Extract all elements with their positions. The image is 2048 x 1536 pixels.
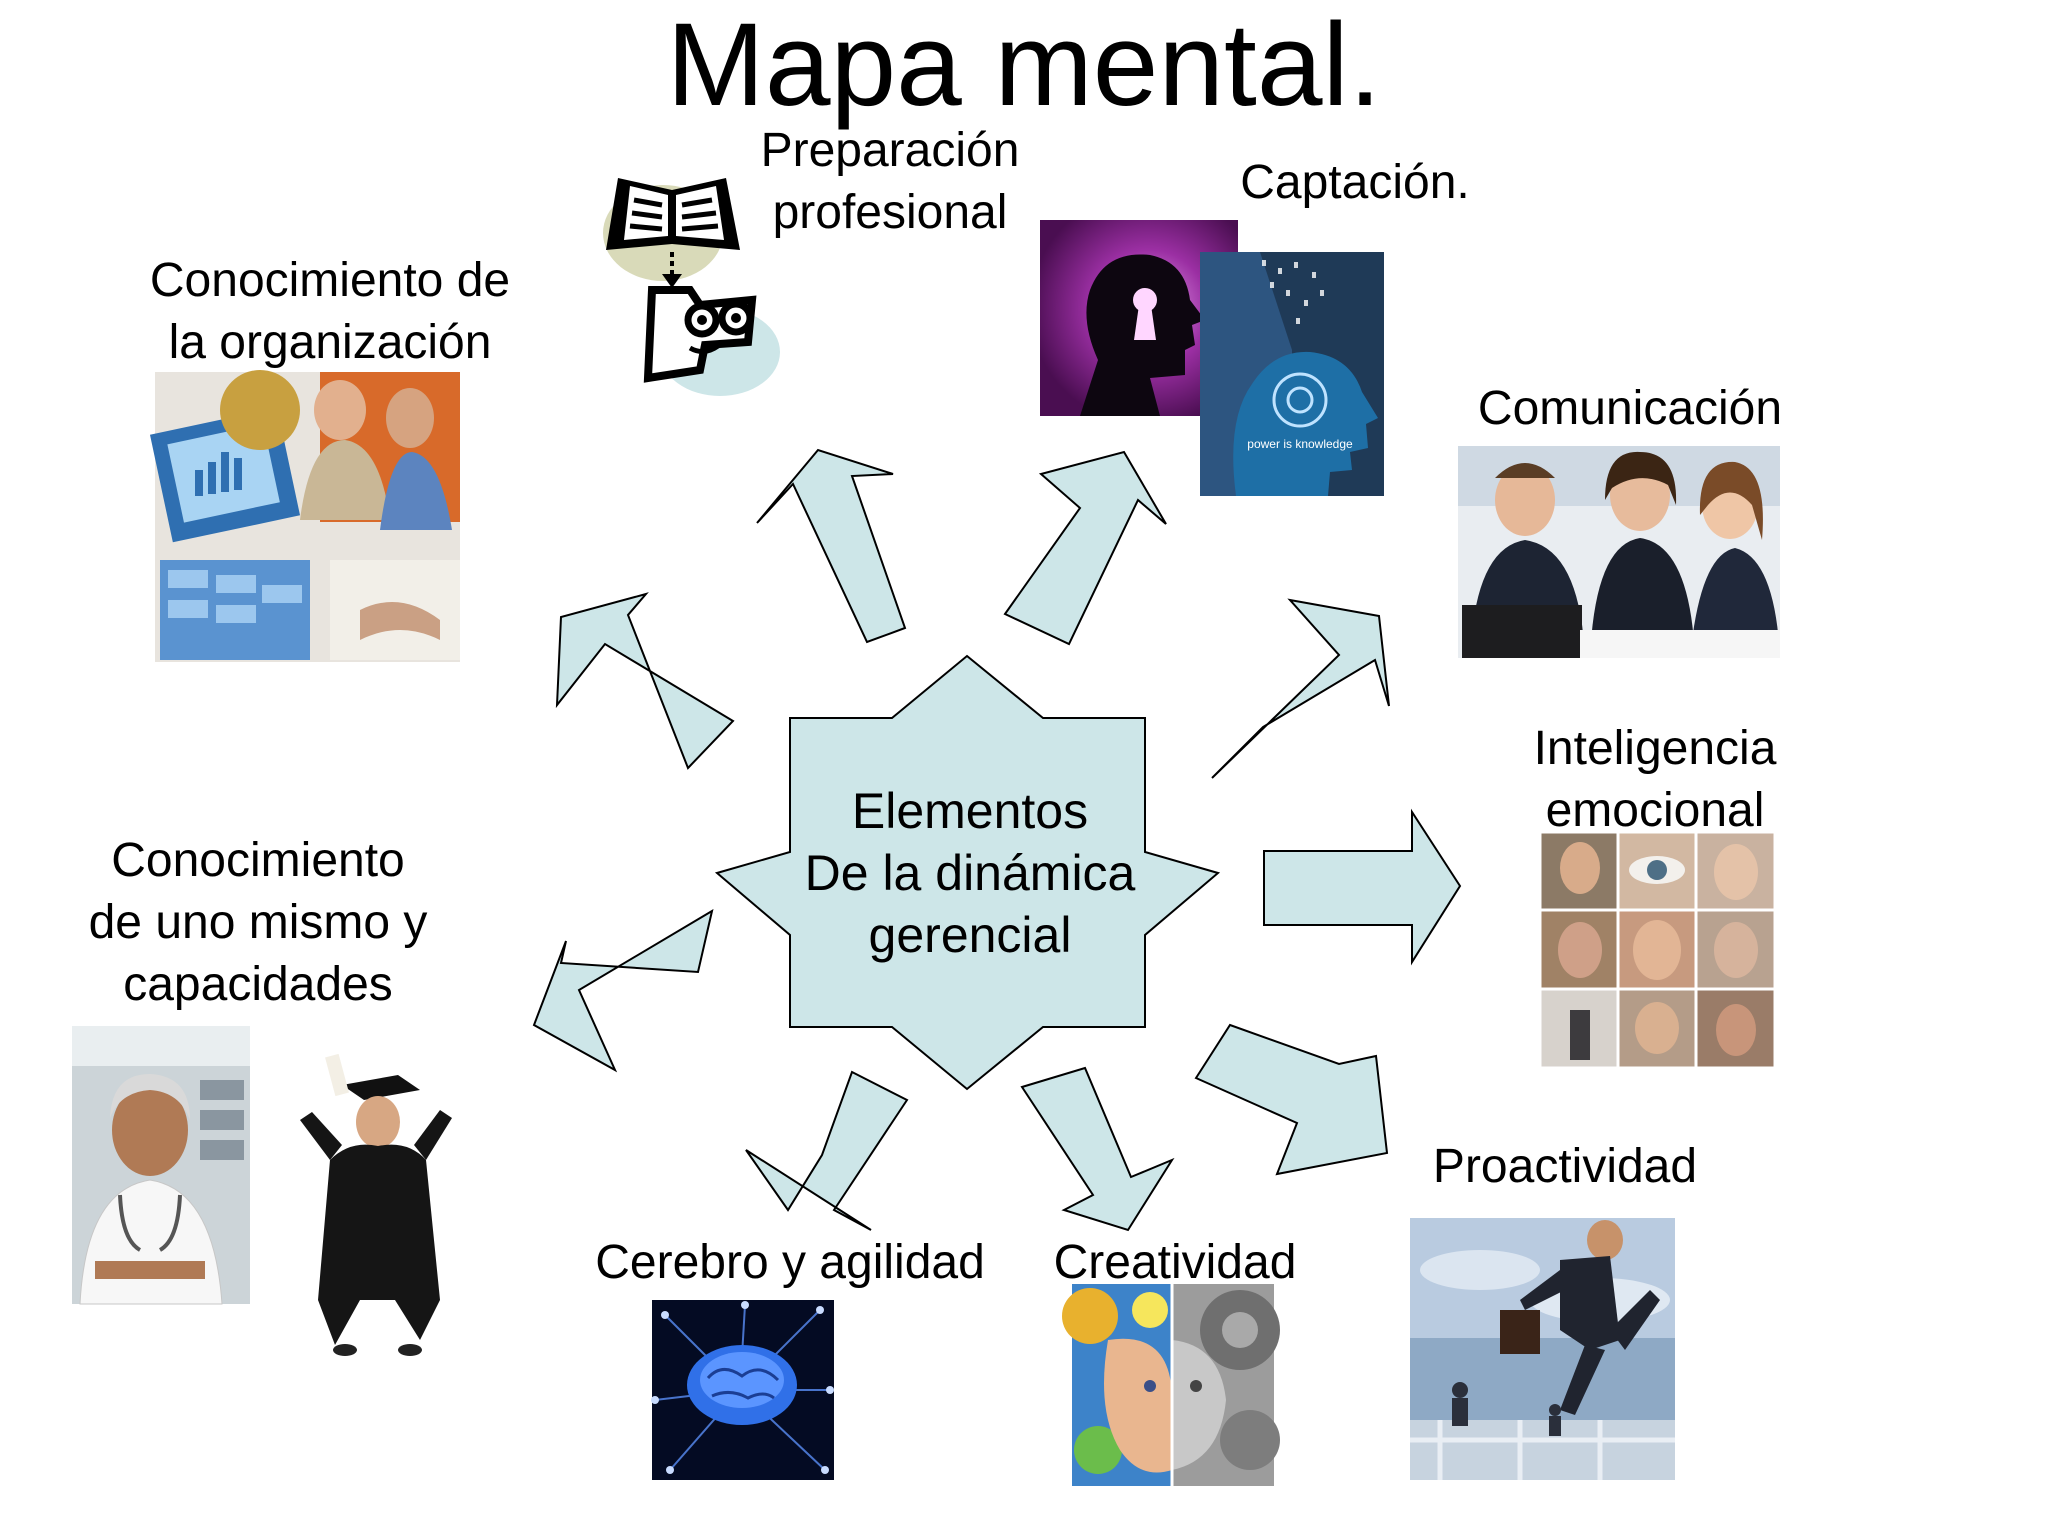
- node-proactividad-label: Proactividad: [1432, 1140, 1698, 1193]
- arrow-down-left-cerebro: [745, 1070, 909, 1231]
- center-node-text: Elementos De la dinámica gerencial: [760, 780, 1180, 966]
- node-conocimiento-uno-label: Conocimiento de uno mismo y capacidades: [58, 830, 458, 1016]
- doctor-image: [72, 1026, 250, 1305]
- arrow-up-right-captacion: [1003, 450, 1167, 646]
- node-preparacion-line-2: profesional: [772, 186, 1008, 239]
- node-inteligencia-line-2: emocional: [1545, 784, 1765, 837]
- proactive-businessman-image: [1410, 1218, 1675, 1480]
- page-title: Mapa mental.: [666, 0, 1382, 131]
- node-inteligencia-label: Inteligencia emocional: [1500, 718, 1810, 842]
- node-conocimiento-uno-line-2: de uno mismo y: [88, 896, 428, 949]
- node-comunicacion-label: Comunicación: [1477, 382, 1783, 435]
- arrow-down-left-conocimiento-uno: [532, 908, 714, 1073]
- knowledge-head-image: power is knowledge: [1200, 252, 1384, 496]
- node-conocimiento-org-line-2: la organización: [168, 316, 492, 369]
- arrow-down-right-proactividad: [1194, 1023, 1389, 1176]
- node-conocimiento-uno-line-1: Conocimiento: [111, 834, 405, 887]
- node-preparacion-label: Preparación profesional: [740, 120, 1040, 244]
- node-creatividad-label: Creatividad: [1053, 1236, 1297, 1289]
- creativity-face-image: [1062, 1284, 1280, 1486]
- center-line-2: De la dinámica: [804, 845, 1136, 901]
- knowledge-head-text: power is knowledge: [1247, 437, 1353, 451]
- node-inteligencia-line-1: Inteligencia: [1533, 722, 1777, 775]
- center-line-3: gerencial: [868, 907, 1072, 963]
- office-meeting-image: [149, 370, 460, 662]
- brain-network-image: [651, 1300, 834, 1480]
- book-study-icon: [603, 178, 780, 396]
- node-conocimiento-org-line-1: Conocimiento de: [149, 254, 511, 307]
- arrow-up-right-comunicacion: [1211, 598, 1390, 779]
- node-conocimiento-uno-line-3: capacidades: [123, 958, 393, 1011]
- arrow-up-left-conocimiento-org: [555, 592, 735, 770]
- business-meeting-image: [1458, 446, 1780, 658]
- node-captacion-label: Captación.: [1240, 156, 1470, 209]
- arrow-up-left-preparacion: [756, 448, 907, 644]
- center-star-shape: [714, 654, 1221, 1091]
- center-line-1: Elementos: [851, 783, 1089, 839]
- emotions-collage-image: [1538, 830, 1777, 1070]
- node-cerebro-label: Cerebro y agilidad: [595, 1236, 985, 1289]
- graduate-image: [300, 1053, 452, 1356]
- node-conocimiento-org-label: Conocimiento de la organización: [130, 250, 530, 374]
- arrow-down-right-creatividad: [1020, 1066, 1175, 1232]
- node-preparacion-line-1: Preparación: [760, 124, 1020, 177]
- arrow-right-inteligencia: [1263, 808, 1462, 966]
